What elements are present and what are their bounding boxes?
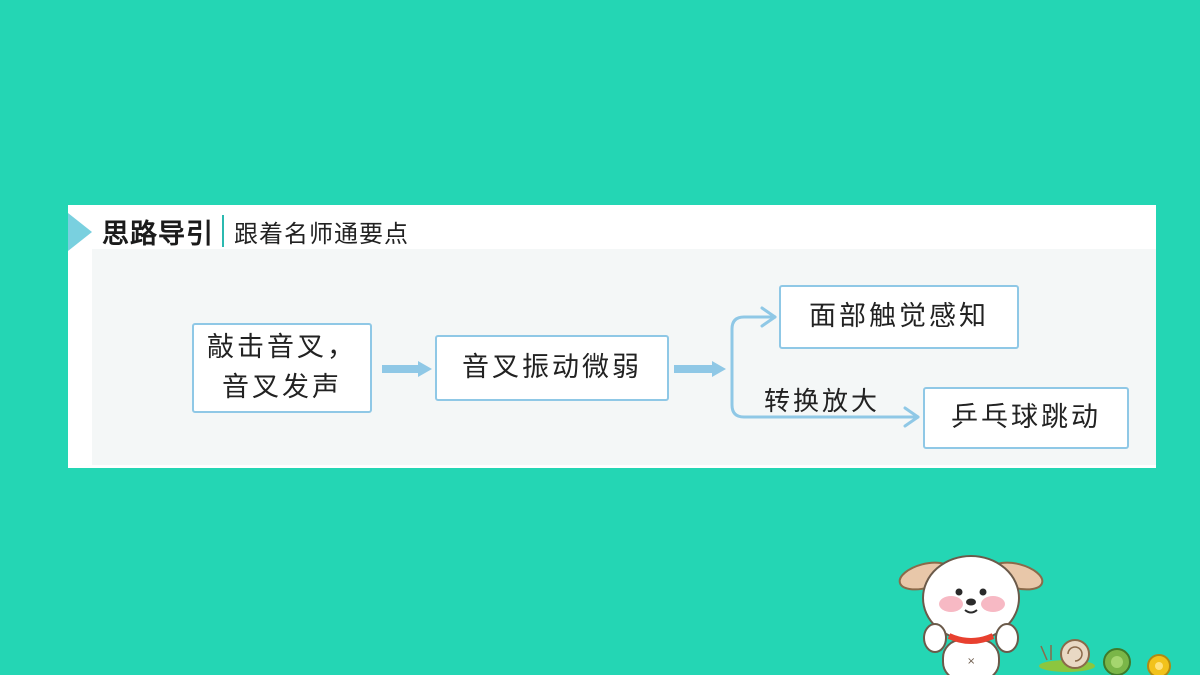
play-triangle-icon bbox=[68, 213, 92, 251]
lower-result-box: 乒乓球跳动 bbox=[923, 387, 1129, 449]
section-header: 思路导引 跟着名师通要点 bbox=[68, 211, 409, 251]
svg-text:×: × bbox=[967, 656, 975, 667]
header-divider bbox=[222, 215, 224, 247]
upper-result-box: 面部触觉感知 bbox=[779, 285, 1019, 349]
start-box: 敲击音叉， 音叉发声 bbox=[192, 323, 372, 413]
branch-label: 转换放大 bbox=[764, 387, 881, 417]
arrow-middle-to-branch bbox=[674, 361, 726, 377]
flow-arrows bbox=[382, 306, 920, 428]
snail-icon bbox=[1039, 639, 1095, 672]
middle-box: 音叉振动微弱 bbox=[435, 335, 669, 401]
guide-panel: 思路导引 跟着名师通要点 敲击音叉， 音叉发声 音叉振动微弱 面部触觉感知 转换… bbox=[68, 205, 1156, 468]
section-title: 思路导引 bbox=[102, 218, 214, 250]
start-line-2: 音叉发声 bbox=[222, 372, 342, 403]
start-line-1: 敲击音叉， bbox=[207, 332, 357, 363]
cartoon-puppy-icon: × bbox=[898, 555, 1171, 675]
arrow-start-to-middle bbox=[382, 361, 432, 377]
section-subtitle: 跟着名师通要点 bbox=[234, 219, 409, 248]
branch-connector bbox=[730, 306, 920, 428]
